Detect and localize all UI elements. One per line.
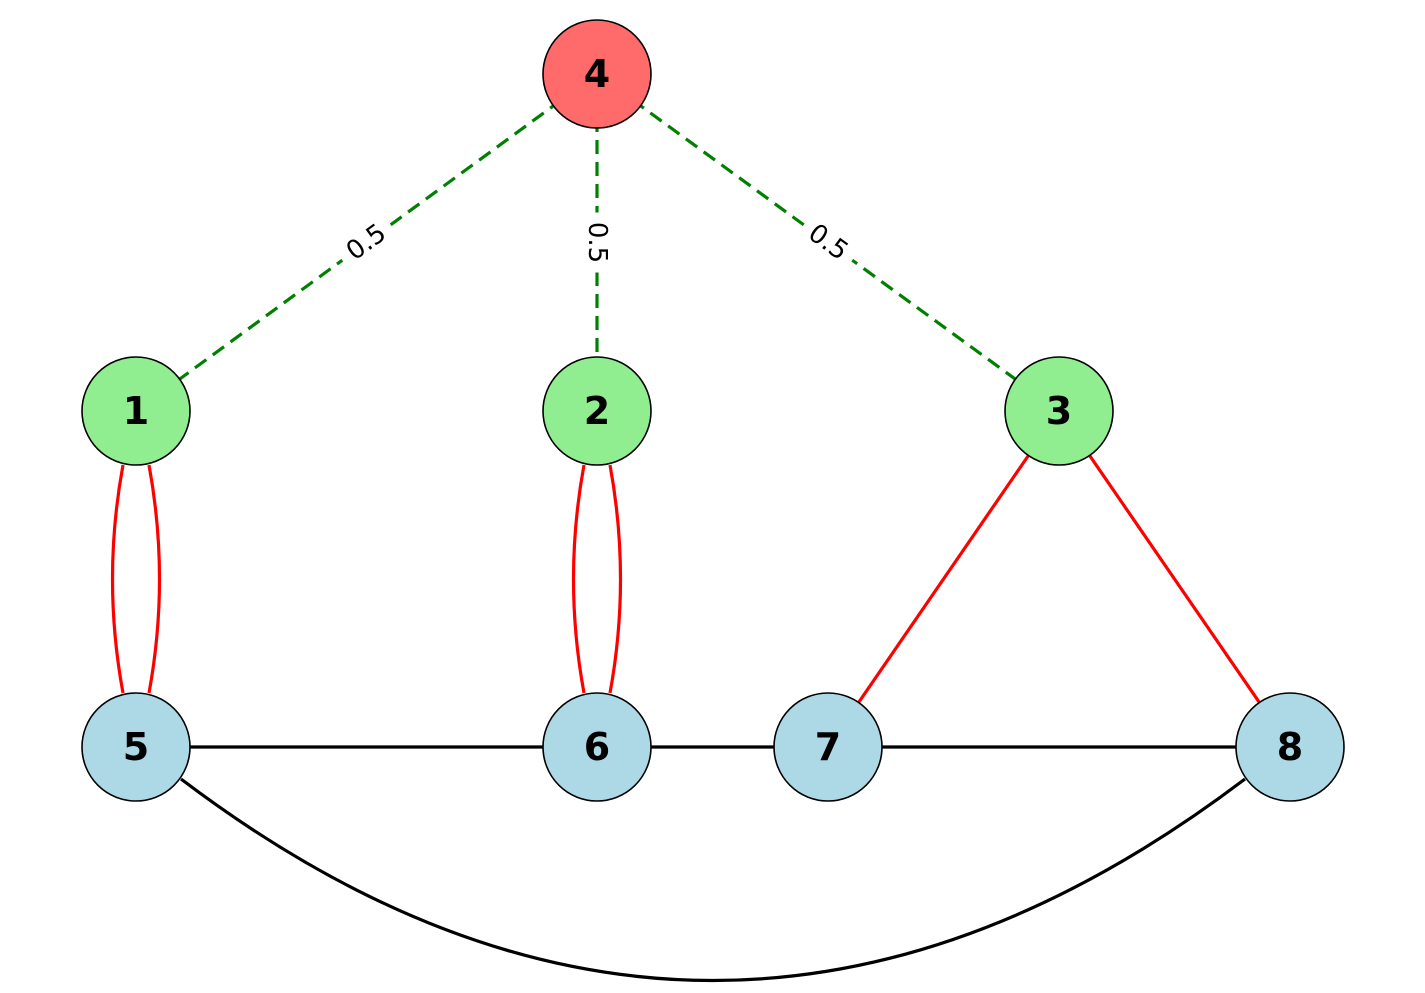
node-circle <box>542 692 652 802</box>
nodes-layer: 4 1 2 3 5 6 7 8 <box>81 19 1345 802</box>
node-label: 2 <box>584 389 610 433</box>
edge-label-background <box>332 211 401 274</box>
edge-label-background <box>793 211 863 274</box>
node-5: 5 <box>81 692 191 802</box>
edge-2-6 <box>571 464 586 694</box>
node-circle <box>1235 692 1345 802</box>
node-label: 3 <box>1046 389 1072 433</box>
node-circle <box>81 692 191 802</box>
edge-label-background <box>580 212 614 273</box>
edges-layer <box>110 72 1292 983</box>
edge-label-4-3: 0.5 <box>793 211 863 274</box>
node-circle <box>773 692 883 802</box>
edge-1-5 <box>110 464 125 694</box>
edge-4-1 <box>135 72 598 413</box>
node-label: 5 <box>123 725 149 769</box>
node-circle <box>1004 356 1114 466</box>
edge-2-6 <box>608 464 623 694</box>
node-label: 7 <box>815 725 841 769</box>
edge-label-4-1: 0.5 <box>332 211 401 274</box>
node-2: 2 <box>542 356 652 466</box>
edge-labels-layer: 0.5 0.5 0.5 <box>332 211 863 274</box>
node-label: 1 <box>123 389 149 433</box>
node-label: 4 <box>584 52 610 96</box>
edge-weight-label: 0.5 <box>582 222 612 263</box>
node-8: 8 <box>1235 692 1345 802</box>
edge-label-4-2: 0.5 <box>580 212 614 273</box>
edge-4-3 <box>596 72 1060 413</box>
edge-3-8 <box>1057 410 1292 748</box>
edge-1-5 <box>147 464 162 694</box>
node-circle <box>81 356 191 466</box>
node-label: 8 <box>1277 725 1303 769</box>
node-4: 4 <box>542 19 652 129</box>
node-circle <box>542 19 652 129</box>
node-1: 1 <box>81 356 191 466</box>
node-circle <box>542 356 652 466</box>
node-7: 7 <box>773 692 883 802</box>
edge-3-7 <box>826 410 1061 748</box>
node-6: 6 <box>542 692 652 802</box>
edge-5-8 <box>180 777 1246 983</box>
node-3: 3 <box>1004 356 1114 466</box>
node-label: 6 <box>584 725 610 769</box>
